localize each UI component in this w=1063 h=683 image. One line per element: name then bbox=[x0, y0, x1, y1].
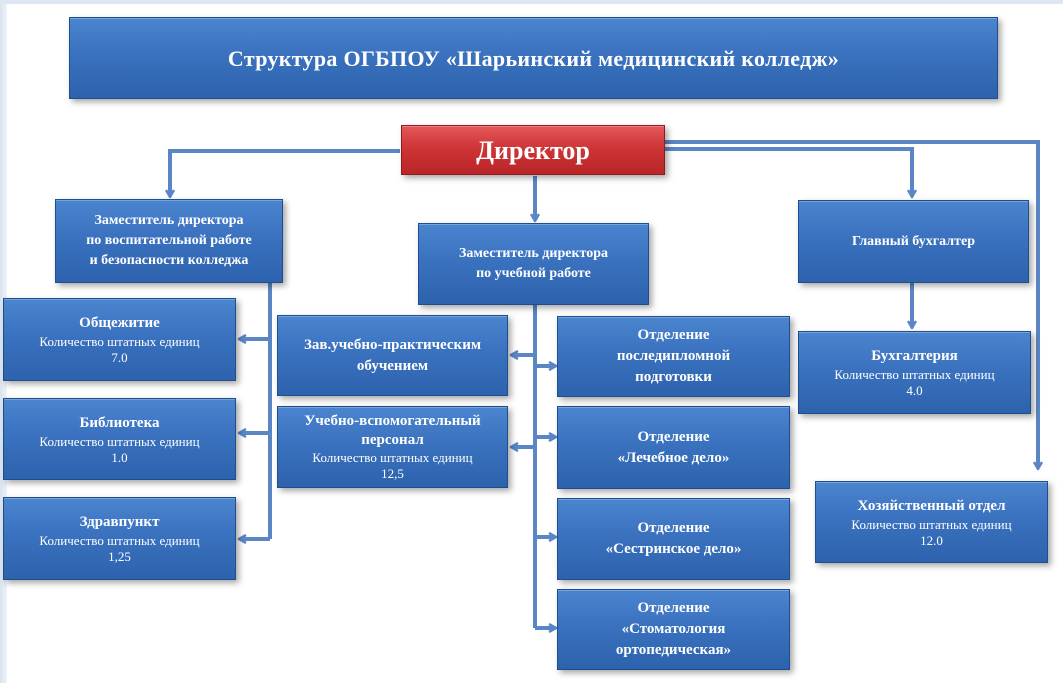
practice-head-label: Зав.учебно-практическим обучением bbox=[303, 336, 482, 374]
dormitory-box: Общежитие Количество штатных единиц 7.0 bbox=[3, 298, 236, 381]
practice-head-box: Зав.учебно-практическим обучением bbox=[277, 315, 508, 396]
deputy-study-box: Заместитель директора по учебной работе bbox=[418, 223, 649, 305]
library-name: Библиотека bbox=[79, 414, 160, 431]
director-box: Директор bbox=[401, 125, 665, 175]
chief-accountant-label: Главный бухгалтер bbox=[852, 234, 975, 249]
accounting-staff-count: 4.0 bbox=[906, 383, 923, 398]
library-staff-count: 1.0 bbox=[111, 449, 128, 465]
health-center-box: Здравпункт Количество штатных единиц 1,2… bbox=[3, 497, 236, 580]
health-center-staff-label: Количество штатных единиц bbox=[39, 533, 200, 548]
support-staff-count: 12,5 bbox=[381, 466, 404, 481]
slide-edge-top bbox=[0, 0, 1063, 4]
dept-postgrad-box: Отделение последипломной подготовки bbox=[557, 316, 790, 397]
chart-title-box: Структура ОГБПОУ «Шарьинский медицинский… bbox=[69, 17, 998, 99]
household-staff-count: 12.0 bbox=[920, 532, 943, 548]
health-center-staff-count: 1,25 bbox=[108, 549, 131, 564]
support-staff-name: Учебно-вспомогательный персонал bbox=[304, 413, 481, 448]
deputy-study-label: Заместитель директора по учебной работе bbox=[458, 246, 608, 281]
line-director-to-deputy-left bbox=[170, 149, 400, 196]
dept-nursing-box: Отделение «Сестринское дело» bbox=[557, 498, 790, 580]
dormitory-staff-count: 7.0 bbox=[111, 350, 128, 365]
accounting-name: Бухгалтерия bbox=[871, 348, 958, 364]
dept-dentistry-box: Отделение «Стоматология ортопедическая» bbox=[557, 589, 790, 670]
line-director-to-accountant bbox=[665, 147, 912, 196]
dept-postgrad-label: Отделение последипломной подготовки bbox=[616, 327, 731, 385]
household-box: Хозяйственный отдел Количество штатных е… bbox=[815, 481, 1048, 563]
deputy-education-box: Заместитель директора по воспитательной … bbox=[55, 199, 283, 283]
health-center-name: Здравпункт bbox=[79, 514, 160, 530]
dept-medical-box: Отделение «Лечебное дело» bbox=[557, 406, 790, 489]
deputy-education-label: Заместитель директора по воспитательной … bbox=[86, 213, 252, 268]
director-label: Директор bbox=[476, 135, 590, 165]
library-box: Библиотека Количество штатных единиц 1.0 bbox=[3, 398, 236, 480]
dormitory-name: Общежитие bbox=[79, 315, 160, 331]
support-staff-box: Учебно-вспомогательный персонал Количест… bbox=[277, 406, 508, 488]
chart-title: Структура ОГБПОУ «Шарьинский медицинский… bbox=[227, 45, 840, 71]
household-name: Хозяйственный отдел bbox=[857, 497, 1006, 514]
household-staff-label: Количество штатных единиц bbox=[851, 516, 1012, 532]
accounting-box: Бухгалтерия Количество штатных единиц 4.… bbox=[798, 331, 1031, 414]
dept-dentistry-label: Отделение «Стоматология ортопедическая» bbox=[615, 600, 732, 658]
support-staff-label: Количество штатных единиц bbox=[312, 450, 473, 465]
dept-medical-label: Отделение «Лечебное дело» bbox=[617, 428, 730, 466]
chief-accountant-box: Главный бухгалтер bbox=[798, 200, 1029, 283]
dept-nursing-label: Отделение «Сестринское дело» bbox=[605, 520, 742, 557]
dormitory-staff-label: Количество штатных единиц bbox=[39, 334, 200, 349]
library-staff-label: Количество штатных единиц bbox=[39, 433, 200, 449]
accounting-staff-label: Количество штатных единиц bbox=[834, 367, 995, 382]
line-director-to-household bbox=[665, 140, 1038, 468]
